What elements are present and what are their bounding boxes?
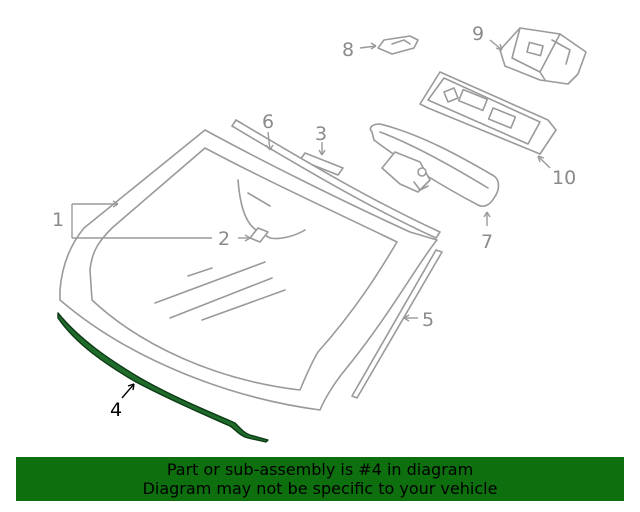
callout-3: 3 bbox=[315, 123, 327, 145]
windshield-glass bbox=[59, 129, 438, 411]
callout-8: 8 bbox=[342, 39, 354, 61]
callout-4: 4 bbox=[110, 399, 122, 421]
callout-9: 9 bbox=[472, 23, 484, 45]
sensor-module bbox=[499, 27, 587, 85]
sensor-pad bbox=[249, 227, 269, 243]
upper-moulding bbox=[231, 119, 441, 239]
banner-line-part-number: Part or sub-assembly is #4 in diagram bbox=[166, 460, 474, 479]
lower-moulding-highlighted bbox=[57, 312, 269, 443]
overhead-housing bbox=[419, 71, 557, 155]
leader-lines bbox=[71, 39, 551, 399]
callout-6: 6 bbox=[262, 111, 274, 133]
trim-clip bbox=[377, 35, 419, 55]
callout-1: 1 bbox=[52, 209, 64, 231]
banner-line-disclaimer: Diagram may not be specific to your vehi… bbox=[142, 479, 498, 498]
info-banner: Part or sub-assembly is #4 in diagram Di… bbox=[16, 457, 624, 501]
rearview-mirror bbox=[369, 123, 500, 207]
parts-diagram: 1 2 3 4 5 6 7 8 9 10 bbox=[52, 23, 587, 443]
callout-10: 10 bbox=[552, 167, 576, 189]
callout-5: 5 bbox=[422, 309, 434, 331]
callout-7: 7 bbox=[481, 231, 493, 253]
callout-2: 2 bbox=[218, 228, 230, 250]
side-moulding bbox=[351, 249, 443, 399]
pad-part bbox=[299, 152, 344, 176]
